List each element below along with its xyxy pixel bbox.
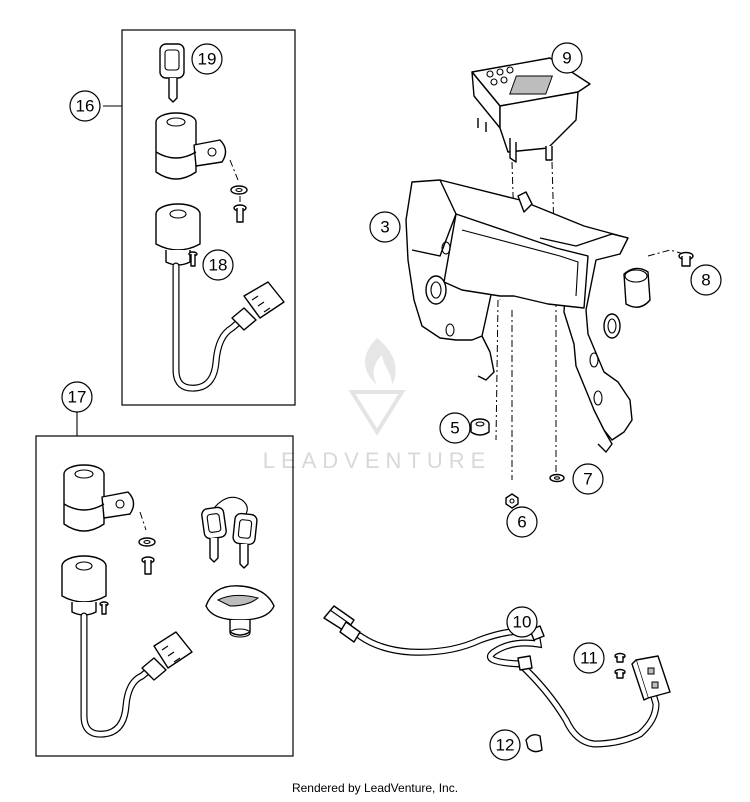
headlight-bracket-3 [405,179,651,453]
callout-19: 19 [191,43,223,75]
ignition-lock-17 [63,464,135,532]
nut-6 [505,493,519,509]
svg-text:3: 3 [380,218,389,237]
watermark-text: LEADVENTURE [263,448,492,473]
svg-text:9: 9 [562,49,571,68]
callout-3: 3 [369,211,401,243]
callout-17: 17 [61,381,93,413]
watermark: LEADVENTURE [263,338,492,473]
callout-5: 5 [439,412,471,444]
dash-16 [229,159,241,202]
svg-text:17: 17 [68,388,87,407]
callout-10: 10 [506,606,538,638]
ignition-switch-16 [155,203,201,266]
wiring-17 [80,612,193,738]
callout-16: 16 [69,90,101,122]
sensor-bracket [631,655,671,701]
screw-17 [141,556,155,575]
screw-16 [233,204,247,223]
tank-cap-17 [205,585,275,638]
washer-17 [138,537,156,547]
speedometer-9 [471,57,591,163]
screws-11 [614,652,626,679]
watermark-flame-icon [364,338,396,385]
cable-10 [323,605,660,748]
wiring-16 [172,262,285,392]
svg-text:12: 12 [496,736,515,755]
clip-12 [525,733,543,753]
svg-text:16: 16 [76,97,95,116]
callout-12: 12 [489,729,521,761]
screw-17b [99,601,109,615]
watermark-v-icon [348,390,406,436]
svg-text:19: 19 [198,50,217,69]
screw-18 [188,251,198,267]
callout-9: 9 [551,42,583,74]
svg-text:5: 5 [450,419,459,438]
ignition-lock-16 [155,112,227,180]
svg-text:7: 7 [583,470,592,489]
ignition-switch-17 [61,555,107,616]
dash-17 [139,511,147,531]
svg-text:18: 18 [209,256,228,275]
kit-16-box [121,29,296,406]
callout-8: 8 [690,264,722,296]
svg-text:10: 10 [513,613,532,632]
svg-text:11: 11 [580,649,598,668]
washer-16 [230,185,248,195]
svg-text:8: 8 [701,271,710,290]
key-pair-17 [201,496,258,569]
callout-18: 18 [202,249,234,281]
footer-credit: Rendered by LeadVenture, Inc. [291,781,459,795]
callout-7: 7 [572,463,604,495]
ignition-key-16 [159,43,185,103]
screw-8 [678,251,694,267]
kit-17-box [35,435,294,757]
grommet-5 [470,418,490,436]
callout-6: 6 [506,506,538,538]
washer-7 [549,473,565,483]
svg-text:6: 6 [517,513,526,532]
callout-11: 11 [573,642,605,674]
